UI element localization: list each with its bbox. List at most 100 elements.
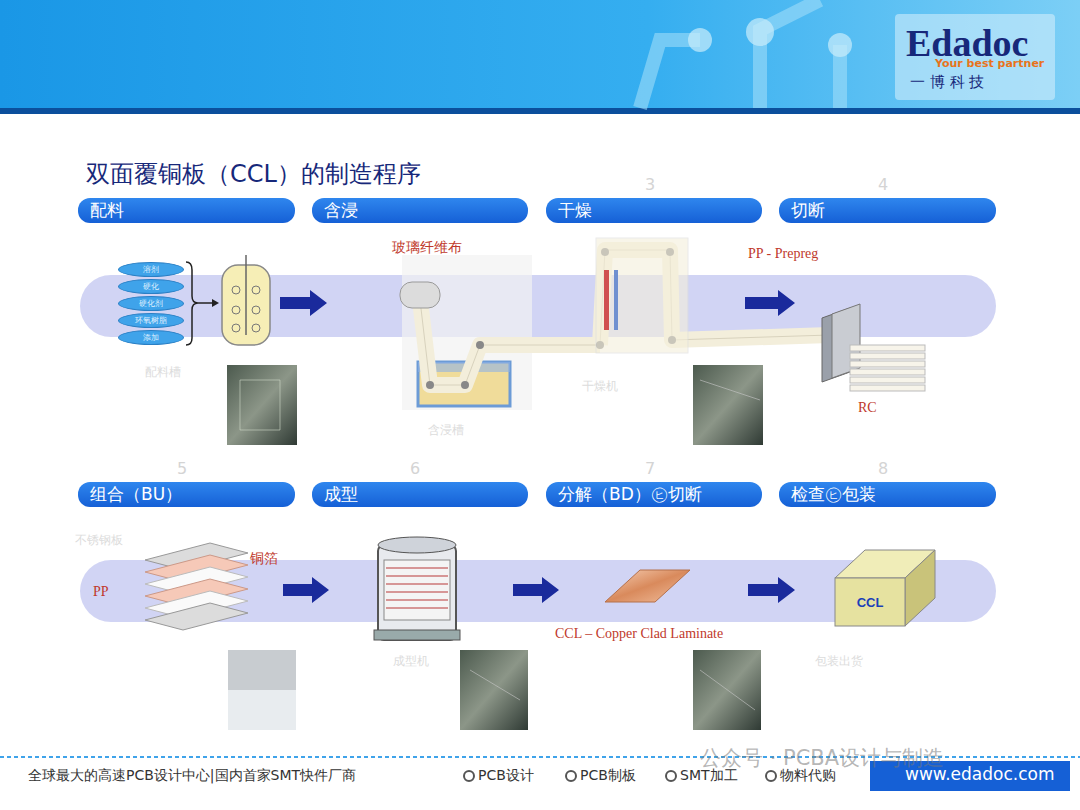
mixing-tank bbox=[186, 262, 198, 345]
node-text: 硬化 bbox=[143, 281, 159, 292]
prepreg-sheets bbox=[850, 345, 925, 351]
prepreg-sheets bbox=[850, 377, 925, 383]
photo bbox=[227, 365, 763, 730]
step-number: 4 bbox=[878, 176, 888, 194]
impregnation-line bbox=[400, 248, 830, 410]
prepreg-sheets bbox=[850, 361, 925, 367]
slide-title: 双面覆铜板（CCL）的制造程序 bbox=[86, 158, 421, 190]
header-band bbox=[746, 18, 774, 46]
step-number: 8 bbox=[878, 460, 888, 478]
mixing-tank bbox=[245, 255, 247, 335]
step-header: 成型 bbox=[312, 482, 528, 507]
node-text: 检查㋪包装 bbox=[791, 483, 876, 506]
part-label: 干燥机 bbox=[582, 380, 618, 394]
laminating-press bbox=[386, 591, 448, 593]
node-text: 环氧树脂 bbox=[135, 315, 167, 326]
ingredient-ellipse: 环氧树脂 bbox=[118, 313, 184, 328]
prepreg-sheets bbox=[850, 385, 925, 391]
prepreg-sheets bbox=[850, 353, 925, 359]
node-text: 配料 bbox=[90, 199, 124, 222]
mixing-tank bbox=[212, 299, 219, 307]
ccl-package bbox=[905, 550, 935, 626]
laminating-press bbox=[384, 560, 450, 620]
laminating-press bbox=[374, 537, 460, 640]
node-text: 切断 bbox=[791, 199, 825, 222]
ingredient-ellipse: 溶剂 bbox=[118, 262, 184, 277]
dryer-tower bbox=[614, 270, 618, 330]
process-track bbox=[80, 275, 996, 622]
photo bbox=[227, 365, 297, 445]
prepreg-sheets bbox=[822, 304, 925, 391]
step-header: 配料 bbox=[78, 198, 295, 223]
mixing-tank bbox=[252, 286, 260, 294]
prepreg-sheets bbox=[850, 369, 925, 375]
flow-arrow bbox=[283, 577, 329, 603]
step-number: 6 bbox=[410, 460, 420, 478]
mixing-tank bbox=[232, 286, 240, 294]
part-label: 玻璃纤维布 bbox=[392, 240, 462, 256]
part-label: 含浸槽 bbox=[428, 424, 464, 438]
node-text: 硬化剂 bbox=[139, 298, 163, 309]
header-band bbox=[688, 28, 712, 52]
step-number: 5 bbox=[177, 460, 187, 478]
dryer-tower bbox=[604, 270, 609, 330]
ccl-package bbox=[835, 550, 935, 626]
step-header: 分解（BD）㋪切断 bbox=[546, 482, 762, 507]
watermark: 公众号 · PCBA设计与制造 bbox=[700, 746, 944, 770]
header-band bbox=[828, 33, 852, 57]
flow-arrow bbox=[513, 577, 559, 603]
layup-stack bbox=[145, 603, 248, 630]
impregnation-line bbox=[461, 381, 469, 389]
part-label: 成型机 bbox=[393, 655, 429, 669]
part-label: 不锈钢板 bbox=[75, 534, 123, 548]
footer-band bbox=[666, 771, 676, 781]
header-band bbox=[0, 0, 1080, 114]
mixing-tank bbox=[198, 302, 212, 304]
node-text: CCL bbox=[857, 595, 884, 610]
node-text: 组合（BU） bbox=[90, 483, 182, 506]
mixing-tank bbox=[252, 306, 260, 314]
part-label: PP - Prepreg bbox=[748, 246, 818, 262]
footer-slogan: 全球最大的高速PCB设计中心|国内首家SMT快件厂商 bbox=[28, 767, 356, 783]
copper-laminate bbox=[605, 570, 690, 602]
step-number: 7 bbox=[645, 460, 655, 478]
mixing-tank bbox=[186, 255, 270, 345]
part-label: 配料槽 bbox=[145, 366, 181, 380]
step-header: 组合（BU） bbox=[78, 482, 295, 507]
impregnation-line bbox=[400, 282, 440, 308]
step-header: 干燥 bbox=[546, 198, 762, 223]
package-box: CCL bbox=[835, 578, 905, 626]
part-label: 包装出货 bbox=[815, 655, 863, 669]
mixing-tank bbox=[232, 324, 240, 332]
photo bbox=[228, 690, 296, 730]
prepreg-sheets bbox=[850, 345, 925, 391]
layup-stack bbox=[145, 543, 248, 630]
step-header: 含浸 bbox=[312, 198, 528, 223]
laminating-press bbox=[386, 583, 448, 585]
step-header: 切断 bbox=[779, 198, 996, 223]
mixing-tank bbox=[252, 324, 260, 332]
dryer-tower bbox=[596, 238, 688, 353]
node-text: 分解（BD）㋪切断 bbox=[558, 483, 702, 506]
header-band bbox=[0, 0, 1080, 108]
copper-laminate bbox=[605, 570, 690, 602]
laminating-press bbox=[378, 545, 456, 640]
footer-item: PCB制板 bbox=[580, 767, 636, 783]
photo bbox=[460, 650, 528, 730]
impregnation-line bbox=[426, 381, 434, 389]
ingredient-ellipse: 添加 bbox=[118, 330, 184, 345]
logo-chinese: 一 博 科 技 bbox=[910, 74, 984, 91]
footer-band bbox=[766, 771, 776, 781]
step-header: 检查㋪包装 bbox=[779, 482, 996, 507]
photo bbox=[240, 380, 280, 430]
node-text: 成型 bbox=[324, 483, 358, 506]
header-band bbox=[895, 14, 1055, 100]
footer-band bbox=[566, 771, 576, 781]
node-text: 添加 bbox=[143, 332, 159, 343]
laminating-press bbox=[386, 575, 448, 577]
part-label: 铜箔 bbox=[250, 551, 278, 567]
part-label: CCL – Copper Clad Laminate bbox=[555, 626, 723, 642]
node-text: 溶剂 bbox=[143, 264, 159, 275]
header-band bbox=[0, 108, 1080, 114]
